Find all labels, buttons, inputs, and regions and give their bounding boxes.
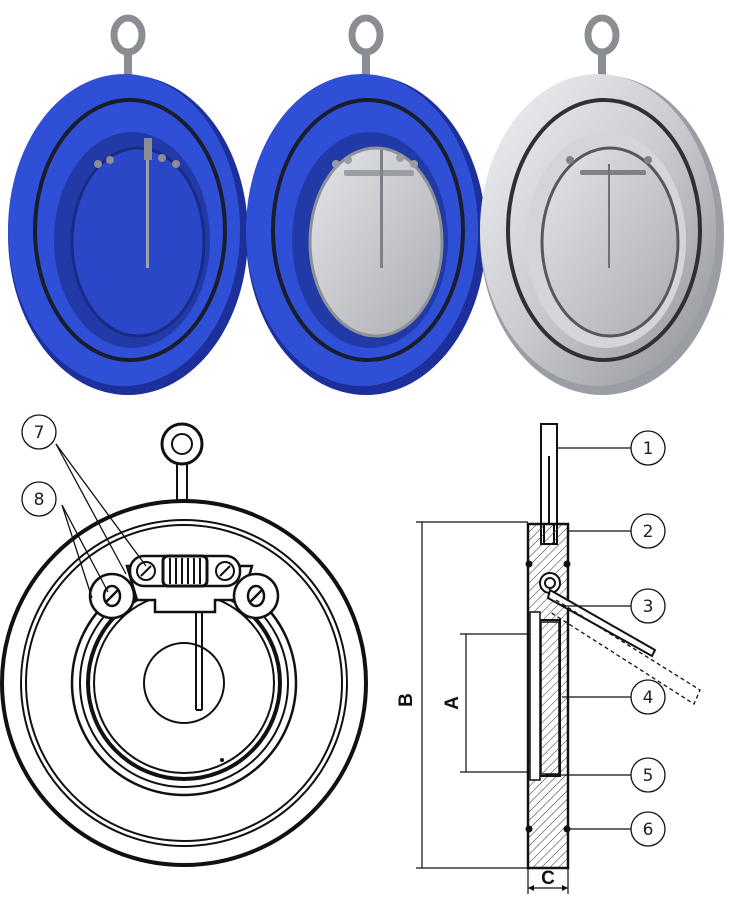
svg-text:5: 5 — [643, 766, 654, 786]
product-photo-blue — [8, 14, 248, 395]
svg-text:3: 3 — [643, 597, 654, 617]
svg-text:8: 8 — [34, 490, 45, 510]
dimension-lines — [416, 521, 569, 894]
callout-5: 5 — [630, 757, 666, 793]
dimension-label-b: B — [396, 693, 417, 707]
callout-7: 7 — [21, 414, 57, 450]
callout-8: 8 — [21, 481, 57, 517]
dimension-label-c: C — [541, 868, 555, 889]
front-view-drawing — [0, 422, 368, 867]
hinge-pin — [332, 154, 418, 176]
o-ring-marks — [525, 560, 571, 833]
lifting-eye-bolt — [160, 422, 204, 500]
svg-text:7: 7 — [34, 423, 45, 443]
seal-ring — [506, 98, 702, 362]
svg-text:6: 6 — [643, 820, 654, 840]
raised-face — [20, 519, 348, 847]
valve-spring-stem — [380, 150, 383, 268]
mounting-screw — [136, 561, 235, 581]
product-photo-stainless — [480, 14, 724, 395]
product-photo-blue-ss-disc — [246, 14, 486, 395]
valve-disc — [308, 146, 444, 338]
callout-3: 3 — [630, 588, 666, 624]
svg-text:4: 4 — [643, 688, 654, 708]
valve-body-outline — [0, 499, 368, 867]
disc-section — [529, 611, 541, 781]
callout-4: 4 — [630, 679, 666, 715]
callout-leaders-front — [55, 443, 147, 599]
hinge-pin — [161, 554, 209, 588]
callout-6: 6 — [630, 811, 666, 847]
svg-text:1: 1 — [643, 439, 654, 459]
callout-2: 2 — [630, 513, 666, 549]
seal-ring — [33, 98, 227, 362]
disc-open-position — [549, 599, 701, 705]
svg-text:2: 2 — [643, 522, 654, 542]
disc-hub — [143, 642, 225, 724]
valve-spring-stem — [146, 160, 149, 268]
section-view-drawing — [525, 423, 701, 870]
valve-disc — [70, 146, 206, 338]
hinge-pin — [566, 156, 652, 175]
dimension-label-a: A — [442, 696, 463, 710]
hinge-pin — [94, 138, 180, 168]
side-lug — [88, 572, 280, 620]
seal-ring — [271, 98, 465, 362]
callout-leaders-section — [545, 447, 631, 830]
callout-1: 1 — [630, 430, 666, 466]
valve-spring-stem — [608, 164, 610, 268]
